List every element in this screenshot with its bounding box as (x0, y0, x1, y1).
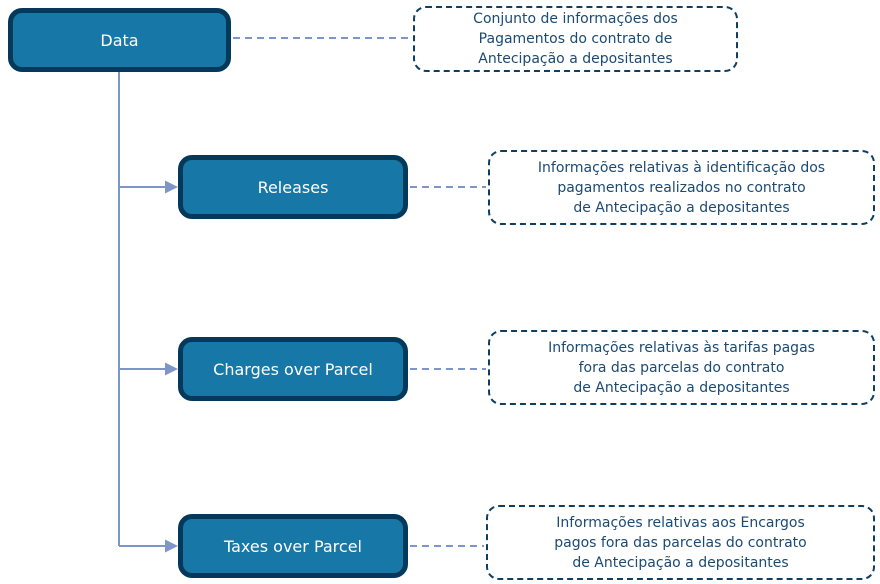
note-charges-over-parcel: Informações relativas às tarifas pagas f… (488, 330, 875, 405)
note-releases-line-1: Informações relativas à identificação do… (537, 159, 826, 176)
note-data-line-3: Antecipação a depositantes (478, 51, 673, 67)
note-charges-line-2: fora das parcelas do contrato (578, 359, 785, 376)
note-charges-line-1: Informações relativas às tarifas pagas (548, 339, 815, 356)
note-releases: Informações relativas à identificação do… (488, 150, 875, 225)
node-releases: Releases (178, 155, 408, 219)
note-releases-line-2: pagamentos realizados no contrato (557, 179, 806, 196)
node-taxes-label: Taxes over Parcel (224, 536, 362, 556)
arrowhead-taxes-icon (165, 539, 178, 553)
node-data: Data (8, 8, 231, 72)
note-data-line-2: Pagamentos do contrato de (478, 31, 673, 47)
note-taxes-over-parcel: Informações relativas aos Encargos pagos… (486, 505, 875, 580)
node-charges-label: Charges over Parcel (213, 359, 373, 379)
node-taxes-over-parcel: Taxes over Parcel (178, 514, 408, 578)
arrowhead-charges-icon (165, 362, 178, 376)
node-charges-over-parcel: Charges over Parcel (178, 337, 408, 401)
note-taxes-line-1: Informações relativas aos Encargos (556, 514, 805, 531)
note-data-line-1: Conjunto de informações dos (473, 11, 678, 27)
node-releases-label: Releases (257, 177, 329, 197)
note-releases-line-3: de Antecipação a depositantes (573, 199, 790, 216)
note-data: Conjunto de informações dos Pagamentos d… (413, 6, 738, 72)
arrowhead-releases-icon (165, 180, 178, 194)
note-taxes-line-2: pagos fora das parcelas do contrato (554, 534, 807, 551)
note-taxes-line-3: de Antecipação a depositantes (572, 554, 789, 571)
node-data-label: Data (100, 30, 139, 50)
note-charges-line-3: de Antecipação a depositantes (573, 379, 790, 396)
